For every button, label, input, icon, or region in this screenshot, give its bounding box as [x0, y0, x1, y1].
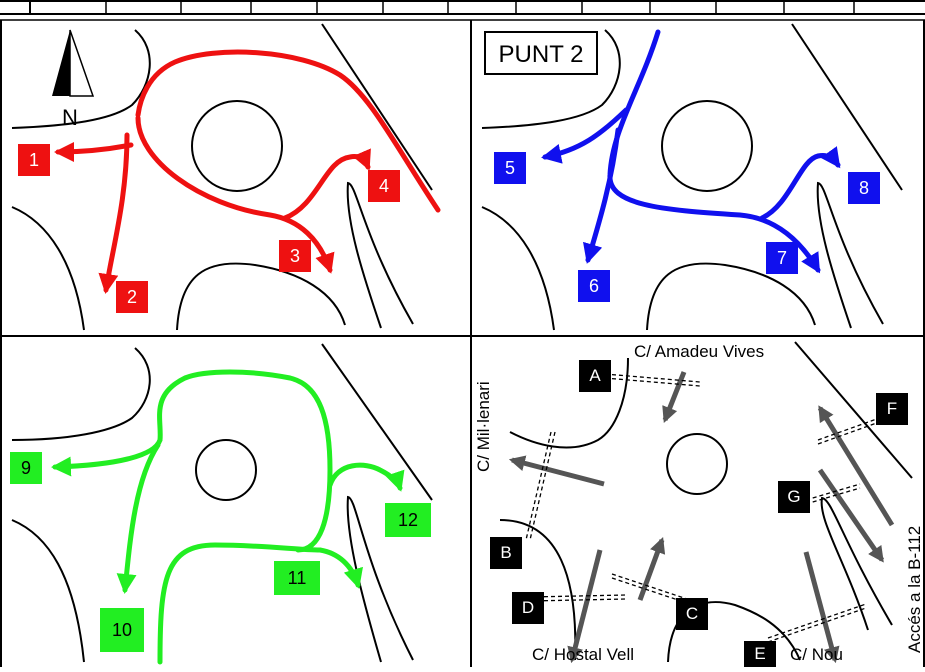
- panel-3: [11, 343, 433, 665]
- street-label-acces: Accés a la B-112: [905, 525, 924, 653]
- road-edges: [499, 341, 913, 663]
- movement-label-3: 3: [279, 240, 311, 272]
- street-label-hostal: C/ Hostal Vell: [532, 645, 635, 664]
- road-edges: [11, 343, 433, 663]
- top-strip: [0, 0, 925, 21]
- movement-label-7: 7: [766, 242, 798, 274]
- road-edges: [11, 23, 433, 331]
- compass: N: [52, 29, 95, 130]
- movement-arrows: [54, 49, 441, 294]
- point-label-d: D: [512, 592, 544, 624]
- movement-label-11: 11: [274, 561, 320, 595]
- road-edges: [481, 23, 903, 331]
- point-label-g: G: [778, 481, 810, 513]
- street-label-amadeu: C/ Amadeu Vives: [634, 342, 765, 361]
- movement-label-2: 2: [116, 281, 148, 313]
- point-label-f: F: [876, 393, 908, 425]
- movement-label-5: 5: [494, 152, 526, 184]
- movement-arrows: [541, 29, 841, 274]
- street-label-millenari: C/ Mil·lenari: [474, 381, 493, 472]
- point-label-b: B: [490, 537, 522, 569]
- roundabout-island: [191, 100, 283, 192]
- point-label-a: A: [579, 360, 611, 392]
- north-label: N: [62, 105, 78, 130]
- movement-label-4: 4: [368, 170, 400, 202]
- movement-label-12: 12: [385, 503, 431, 537]
- panel-2: PUNT 2: [481, 23, 903, 331]
- roundabout-island: [195, 439, 257, 501]
- roundabout-island: [666, 433, 728, 495]
- street-label-nou: C/ Nou: [790, 645, 843, 664]
- movement-label-6: 6: [578, 270, 610, 302]
- roundabout-island: [661, 100, 753, 192]
- movement-label-8: 8: [848, 172, 880, 204]
- movement-label-10: 10: [100, 608, 144, 652]
- page-title: PUNT 2: [499, 41, 584, 68]
- point-label-c: C: [676, 598, 708, 630]
- movement-label-9: 9: [10, 452, 42, 484]
- point-label-e: E: [744, 641, 776, 667]
- count-lines: [525, 373, 886, 643]
- title-box: [484, 31, 598, 75]
- panel-4: [499, 341, 913, 664]
- movement-arrows: [51, 369, 405, 665]
- movement-label-1: 1: [18, 144, 50, 176]
- panel-frames: [0, 20, 925, 667]
- gray-arrows: [508, 371, 895, 664]
- panel-1: N: [11, 23, 441, 331]
